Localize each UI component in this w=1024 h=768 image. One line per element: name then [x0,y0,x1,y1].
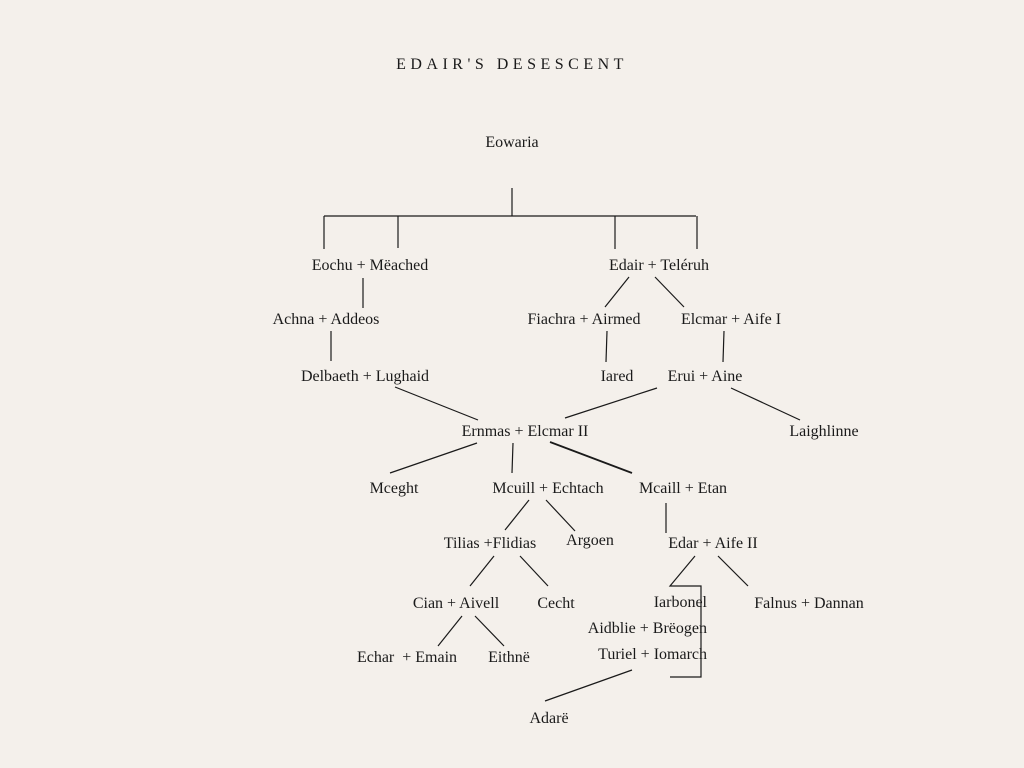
node-aidblie: Aidblie + Brëogen [587,620,707,637]
node-ernmas: Ernmas + Elcmar II [461,423,589,440]
connector [564,387,658,419]
node-mcuill: Mcuill + Echtach [492,480,604,497]
connector [654,276,685,308]
node-iared: Iared [600,368,634,385]
node-cecht: Cecht [537,595,575,612]
connector [394,386,479,421]
connector [437,615,463,647]
connector [717,555,749,587]
node-tilias: Tilias +Flidias [443,535,537,552]
connector [544,669,633,702]
node-eithne: Eithnë [488,649,530,666]
connector [730,387,801,421]
connector [604,276,630,308]
node-iarbonel: Iarbonel [653,594,707,611]
node-eochu: Eochu + Mëached [311,257,429,274]
page-title: EDAIR'S DESESCENT [396,56,628,73]
connector [469,555,495,587]
connector [519,555,549,587]
connector [511,442,514,474]
node-cian: Cian + Aivell [412,595,500,612]
node-adare: Adarë [529,710,569,727]
node-laighlinne: Laighlinne [789,423,859,440]
node-falnus: Falnus + Dannan [754,595,864,612]
node-erui: Erui + Aine [667,368,743,385]
node-elcmar: Elcmar + Aife I [680,311,782,328]
node-eowaria: Eowaria [485,134,539,151]
node-fiachra: Fiachra + Airmed [527,311,641,328]
node-delbaeth: Delbaeth + Lughaid [300,368,430,385]
node-mcaill: Mcaill + Etan [638,480,728,497]
connector [605,330,608,363]
node-achna: Achna + Addeos [272,311,380,328]
node-edair: Edair + Teléruh [608,257,710,274]
bracket-connector [668,555,702,678]
node-turiel: Turiel + Iomarch [598,646,707,663]
connector [474,615,505,647]
node-argoen: Argoen [566,532,614,549]
connector [549,441,633,474]
node-edar: Edar + Aife II [668,535,758,552]
node-mceght: Mceght [369,480,419,497]
connector [545,499,576,532]
connector [722,330,725,363]
connector [504,499,530,531]
node-echar: Echar + Emain [356,649,458,666]
connector [389,442,478,474]
